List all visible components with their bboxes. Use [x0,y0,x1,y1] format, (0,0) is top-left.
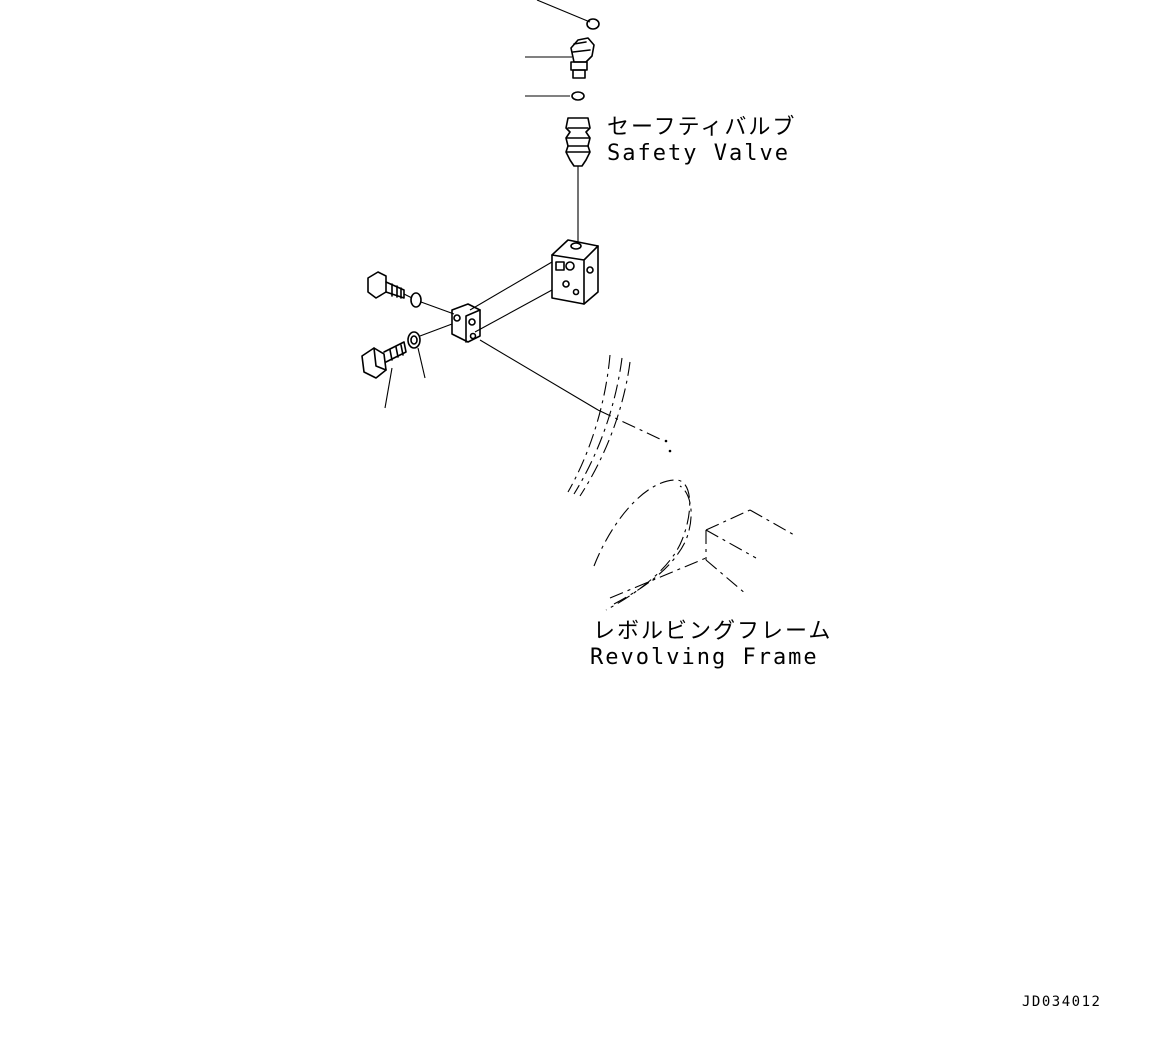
bracket-plate [451,303,481,343]
revolving-frame-label-jp: レボルビングフレーム [593,619,832,644]
upper-washer [410,292,422,308]
elbow-fitting [570,37,595,79]
leader-lines [384,0,591,409]
revolving-frame-label-en: Revolving Frame [590,645,819,670]
lower-washer [407,331,421,349]
safety-valve-label-en: Safety Valve [607,141,790,166]
frame-section [567,354,631,497]
lower-bolt [361,341,407,379]
valve-block [551,239,599,305]
safety-valve-label-jp: セーフティバルブ [607,115,796,140]
top-o-ring [586,18,600,30]
safety-valve-cartridge [565,117,591,167]
drawing-code: JD034012 [1022,994,1101,1010]
upper-bolt [367,271,413,299]
middle-o-ring [571,91,585,101]
mounting-line [479,339,599,411]
revolving-frame-outline [593,479,797,611]
